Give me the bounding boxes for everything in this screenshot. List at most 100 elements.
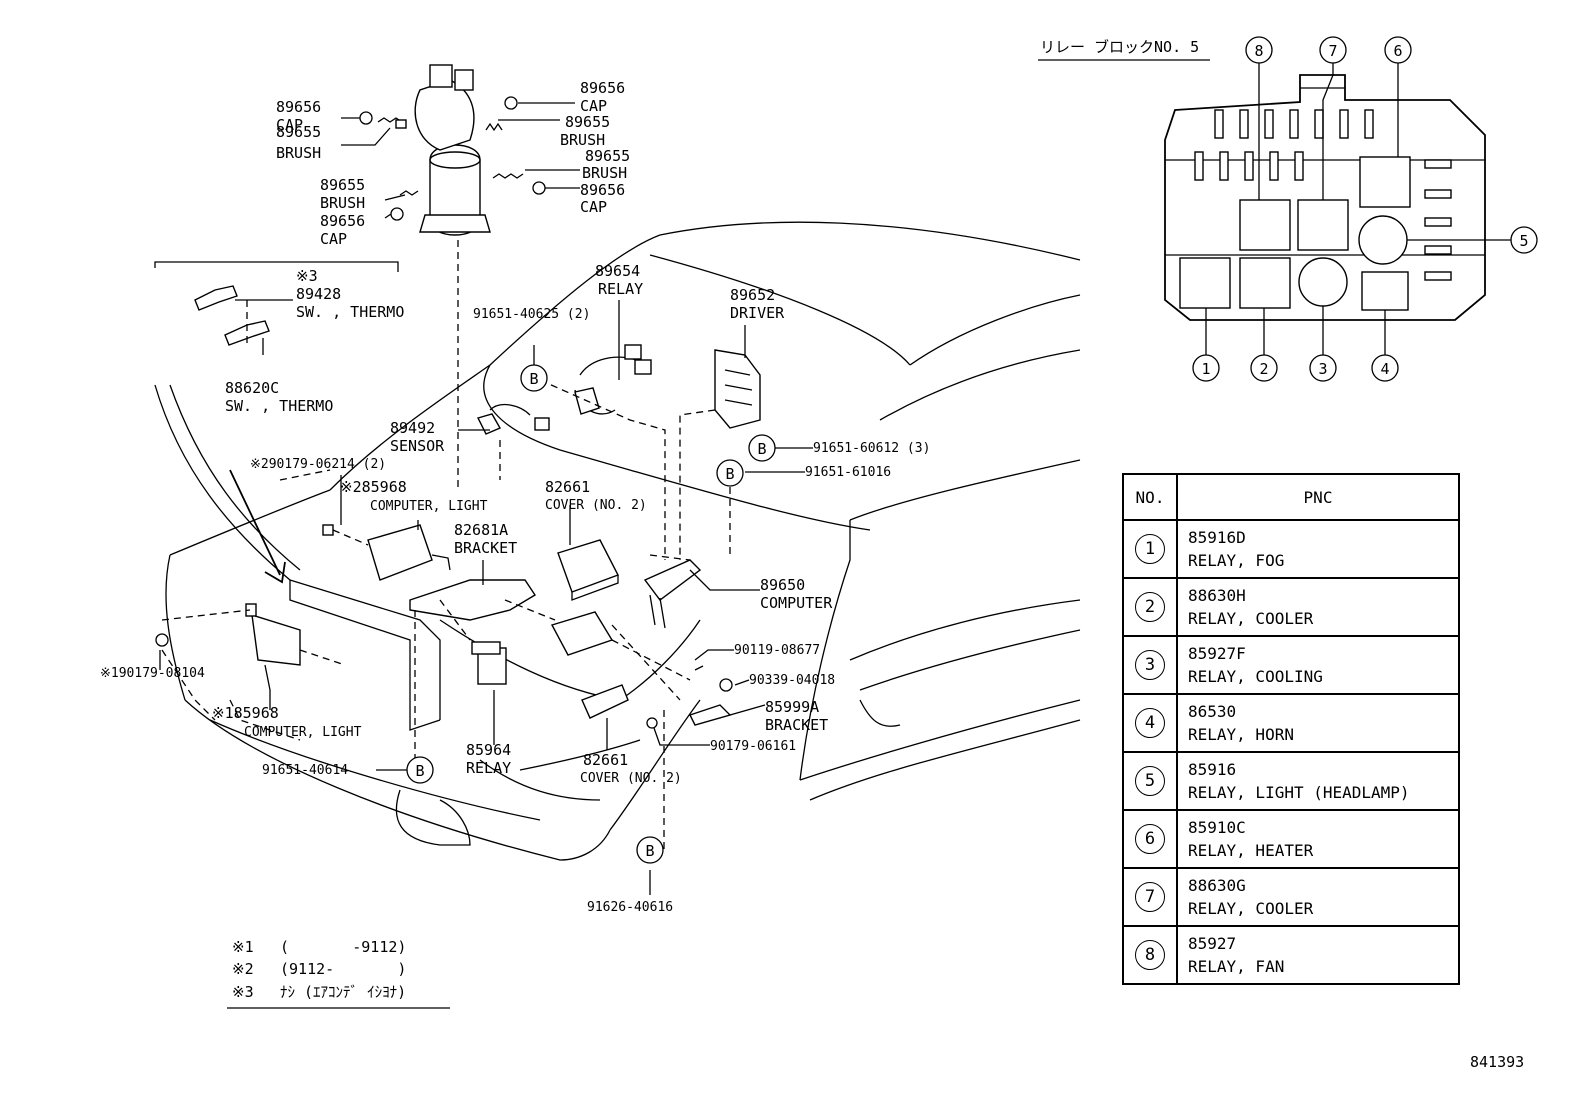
part-desc: SENSOR [390,437,445,455]
note-mark: ※1 [232,938,254,956]
row-number-cell: 5 [1122,751,1178,811]
pnc-description: RELAY, FOG [1188,551,1285,570]
column-header-no: NO. [1122,473,1178,521]
part-desc: CAP [580,97,607,115]
row-number: 7 [1135,882,1165,912]
part-number: 89650 [760,576,805,594]
part-number: 89428 [296,285,341,303]
b-mark: B [725,465,734,483]
callout-number: 2 [1259,360,1268,378]
relay-slot-4 [1361,271,1409,311]
part-number: 89655 [320,176,365,194]
note-mark: ※2 [232,960,254,978]
engine-bay-parts [155,524,733,729]
pnc-number: 86530 [1188,702,1237,721]
part-desc: BRUSH [582,164,627,182]
part-desc: COMPUTER, LIGHT [244,725,362,740]
part-desc: CAP [320,230,347,248]
note-text: (9112- ) [280,960,406,978]
part-desc: CAP [580,198,607,216]
row-number: 6 [1135,824,1165,854]
pnc-description: RELAY, COOLER [1188,899,1314,918]
part-number: 90119-08677 [734,643,820,658]
part-number: 85999A [765,698,819,716]
leader-lines [159,102,813,895]
pnc-number: 88630H [1188,586,1246,605]
part-number: 89492 [390,419,435,437]
pnc-description: RELAY, LIGHT (HEADLAMP) [1188,783,1410,802]
callout-number: 7 [1328,42,1337,60]
part-desc: RELAY [466,759,511,777]
column-header-pnc: PNC [1176,473,1460,521]
row-number: 2 [1135,592,1165,622]
pnc-number: 85916D [1188,528,1246,547]
part-number: 89652 [730,286,775,304]
part-number: ※290179-06214 (2) [250,457,386,472]
brush-and-cap-parts [359,96,546,221]
part-desc: SW. , THERMO [225,397,333,415]
relay-slot-7 [1297,199,1349,251]
relay-89654-harness [476,344,652,435]
note-text: ( -9112) [280,938,406,956]
relay-block-inset: リレー ブロックNO. 5 [1038,36,1538,382]
pnc-description: RELAY, HEATER [1188,841,1314,860]
b-mark: B [529,370,538,388]
pnc-number: 85916 [1188,760,1237,779]
callout-number: 1 [1201,360,1210,378]
part-number: 89656 [320,212,365,230]
callout-number: 3 [1318,360,1327,378]
dashed-leader-lines [161,240,731,850]
row-number-cell: 6 [1122,809,1178,869]
part-number: ※190179-08104 [100,666,205,681]
callout-number: 5 [1519,232,1528,250]
pnc-number: 85910C [1188,818,1246,837]
pnc-description: RELAY, FAN [1188,957,1285,976]
row-number: 8 [1135,940,1165,970]
row-number-cell: 7 [1122,867,1178,927]
note-mark: ※3 [232,983,254,1001]
table-row: 6 85910C RELAY, HEATER [1122,809,1460,869]
callout-number: 6 [1393,42,1402,60]
part-number: 89655 [585,147,630,165]
part-number: 89656 [580,79,625,97]
pnc-cell: 88630G RELAY, COOLER [1176,867,1460,927]
part-desc: COVER (NO. 2) [580,771,682,786]
car-body-outline [154,221,1081,861]
part-number: 89654 [595,262,640,280]
part-number: 91651-61016 [805,465,891,480]
note-mark: ※3 [296,267,318,285]
b-mark: B [645,842,654,860]
relay-slot-6 [1359,156,1411,208]
part-number: 91651-40625 (2) [473,307,590,322]
part-number: 82661 [545,478,590,496]
row-number: 4 [1135,708,1165,738]
row-number: 3 [1135,650,1165,680]
pnc-cell: 85916D RELAY, FOG [1176,519,1460,579]
headlamp-cleaner-motor [414,64,491,236]
part-number: 85964 [466,741,511,759]
table-row: 7 88630G RELAY, COOLER [1122,867,1460,927]
part-desc: BRACKET [765,716,828,734]
part-desc: DRIVER [730,304,785,322]
row-number-cell: 4 [1122,693,1178,753]
row-number-cell: 1 [1122,519,1178,579]
relay-slot-3 [1298,257,1348,307]
thermo-switches [154,261,399,346]
part-number: 82681A [454,521,508,539]
pnc-number: 88630G [1188,876,1246,895]
row-number: 1 [1135,534,1165,564]
row-number-cell: 2 [1122,577,1178,637]
table-header-row: NO. PNC [1122,473,1460,521]
footnotes: ※1 ( -9112) ※2 (9112- ) ※3 ﾅｼ (ｴｱｺﾝﾃﾞ ｲｼ… [227,938,450,1009]
row-number-cell: 8 [1122,925,1178,985]
part-number: 91651-40614 [262,763,348,778]
part-desc: COMPUTER [760,594,833,612]
